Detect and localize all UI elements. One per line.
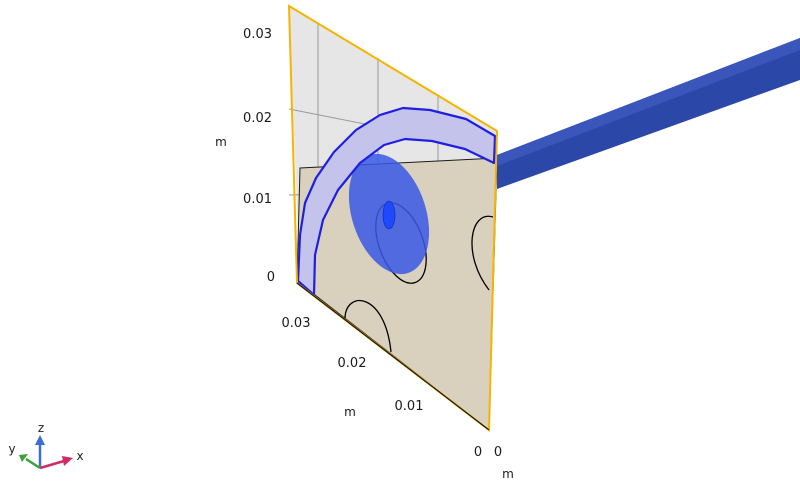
y-tick-0.03: 0.03	[282, 316, 311, 331]
triad-y-arrow	[19, 454, 28, 462]
highlighted-small-ellipse[interactable]	[382, 200, 396, 230]
triad-x-label: x	[76, 449, 83, 463]
triad-x-arrow	[62, 456, 73, 466]
y-axis-unit: m	[344, 405, 356, 419]
x-axis-unit: m	[502, 467, 514, 481]
z-axis-unit: m	[215, 135, 227, 149]
z-tick-0.01: 0.01	[243, 192, 272, 207]
triad-y-label: y	[8, 442, 15, 456]
triad-z-label: z	[38, 421, 44, 435]
highlighted-boundary-arc[interactable]	[296, 106, 497, 297]
y-tick-0.01: 0.01	[395, 399, 424, 414]
z-tick-0: 0	[267, 270, 275, 285]
triad-z-arrow	[35, 435, 45, 445]
y-tick-0: 0	[474, 445, 482, 460]
bottom-edge	[296, 282, 490, 431]
z-tick-0.02: 0.02	[243, 111, 272, 126]
x-tick-0: 0	[494, 445, 502, 460]
axis-triad: z x y	[8, 421, 84, 470]
triad-x-axis	[39, 459, 65, 470]
coil-bar-top	[497, 38, 800, 166]
y-tick-0.02: 0.02	[338, 356, 367, 371]
z-tick-0.03: 0.03	[243, 27, 272, 42]
triad-y-axis	[25, 457, 41, 470]
